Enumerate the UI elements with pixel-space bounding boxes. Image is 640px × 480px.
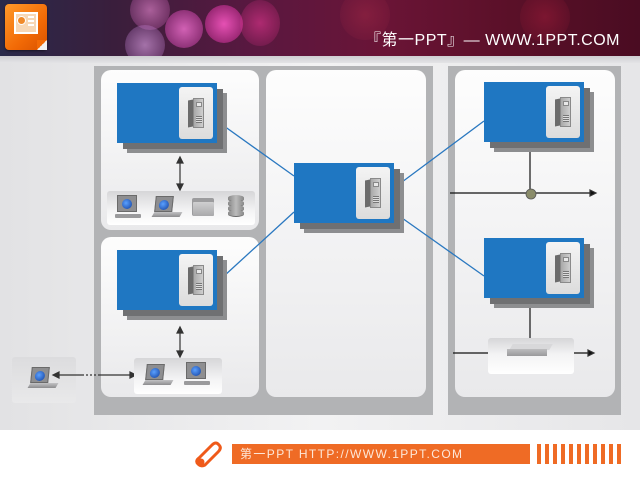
folder-icon[interactable] [192, 198, 214, 216]
pencil-icon [195, 441, 222, 468]
powerpoint-icon [5, 4, 47, 50]
server-node-top-left[interactable] [117, 83, 227, 153]
server-node-bottom-left[interactable] [117, 250, 227, 320]
server-tower-icon [555, 97, 571, 127]
device-group-top-left [107, 191, 255, 225]
server-node-center[interactable] [294, 163, 404, 233]
server-tower-icon [188, 265, 204, 295]
banner-divider [0, 56, 640, 63]
header-banner: 『第一PPT』— WWW.1PPT.COM [0, 0, 640, 56]
header-title: 『第一PPT』— WWW.1PPT.COM [365, 32, 620, 49]
server-node-top-right[interactable] [484, 82, 594, 152]
server-tower-icon [555, 253, 571, 283]
footer-ticks [537, 444, 621, 464]
network-switch-icon[interactable] [507, 344, 553, 356]
server-node-bottom-right[interactable] [484, 238, 594, 308]
bokeh-decoration [340, 0, 390, 40]
bokeh-decoration [165, 10, 203, 48]
device-group-bottom-left [134, 358, 222, 394]
panel-center [266, 70, 426, 397]
bokeh-decoration [205, 5, 243, 43]
bokeh-decoration [125, 25, 165, 56]
footer-link[interactable]: 第一PPT HTTP://WWW.1PPT.COM [232, 444, 530, 464]
remote-client-box[interactable] [12, 357, 76, 403]
server-tower-icon [188, 98, 204, 128]
bokeh-decoration [520, 0, 570, 42]
server-tower-icon [365, 178, 381, 208]
bokeh-decoration [240, 0, 280, 46]
database-icon[interactable] [228, 195, 244, 217]
